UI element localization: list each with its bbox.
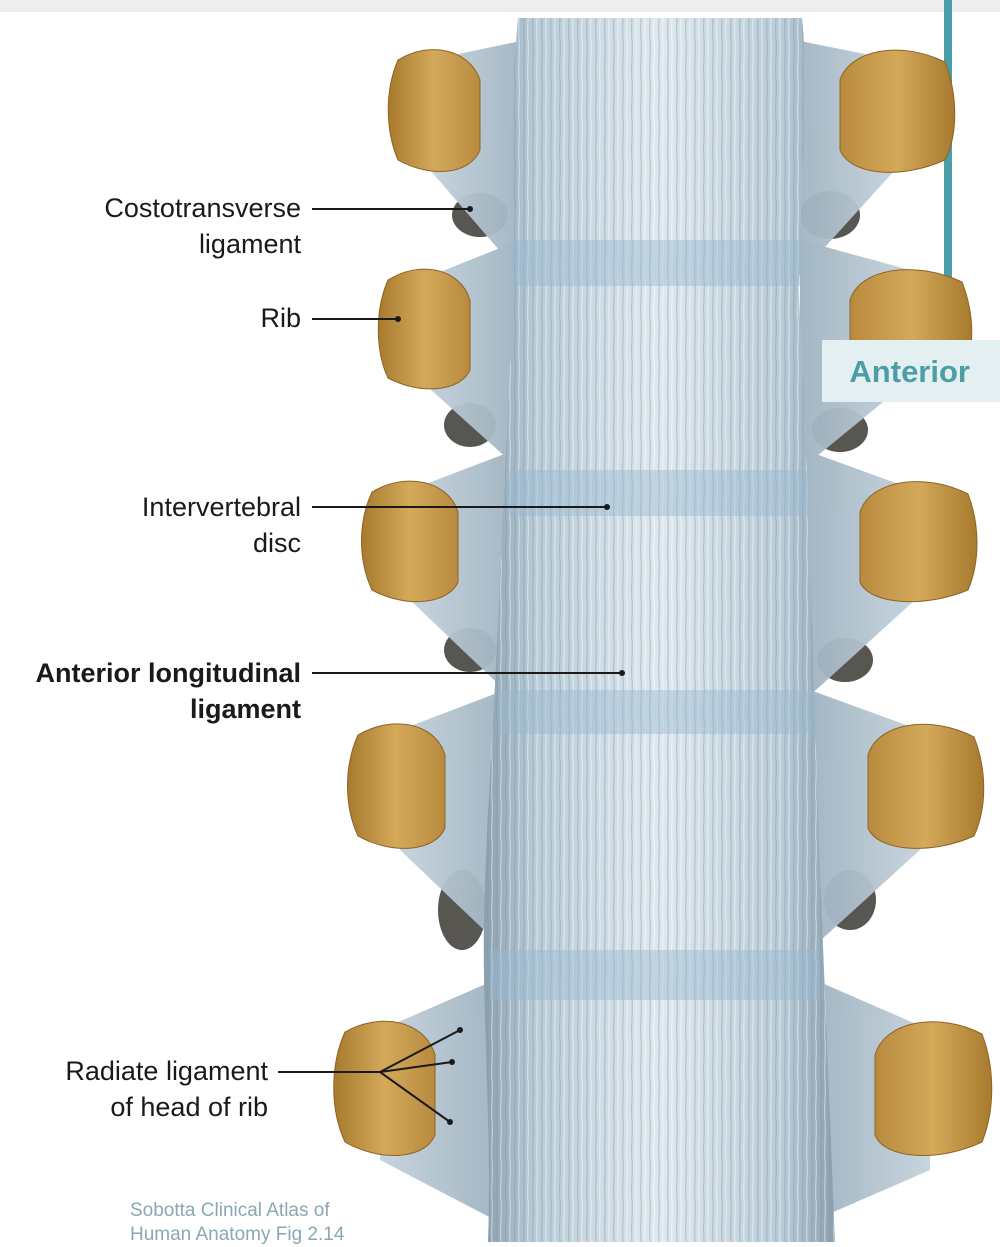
disc-line-1: Intervertebral (141, 492, 301, 522)
radiate-ligament-label: Radiate ligament of head of rib (65, 1053, 268, 1125)
radiate-line-1: Radiate ligament (65, 1056, 268, 1086)
credit-line-1: Sobotta Clinical Atlas of (130, 1200, 330, 1221)
rib-line-1: Rib (260, 303, 301, 333)
intervertebral-disc-label: Intervertebral disc (142, 489, 301, 561)
radiate-line-2: of head of rib (110, 1092, 268, 1122)
anterior-longitudinal-ligament-label: Anterior longitudinal ligament (36, 655, 301, 727)
costotransverse-line-1: Costotransverse (104, 193, 301, 223)
source-credit: Sobotta Clinical Atlas of Human Anatomy … (130, 1199, 344, 1247)
anterior-tab[interactable]: Anterior (822, 340, 1000, 402)
disc-line-2: disc (252, 528, 301, 558)
anterior-tab-label: Anterior (849, 354, 970, 389)
credit-line-2: Human Anatomy Fig 2.14 (130, 1224, 345, 1245)
top-bar (0, 0, 1000, 12)
anterior-longitudinal-line-1: Anterior longitudinal (35, 658, 301, 688)
anterior-longitudinal-line-2: ligament (189, 694, 301, 724)
costotransverse-line-2: ligament (198, 229, 301, 259)
costotransverse-ligament-label: Costotransverse ligament (104, 190, 301, 262)
rib-label: Rib (260, 300, 301, 336)
